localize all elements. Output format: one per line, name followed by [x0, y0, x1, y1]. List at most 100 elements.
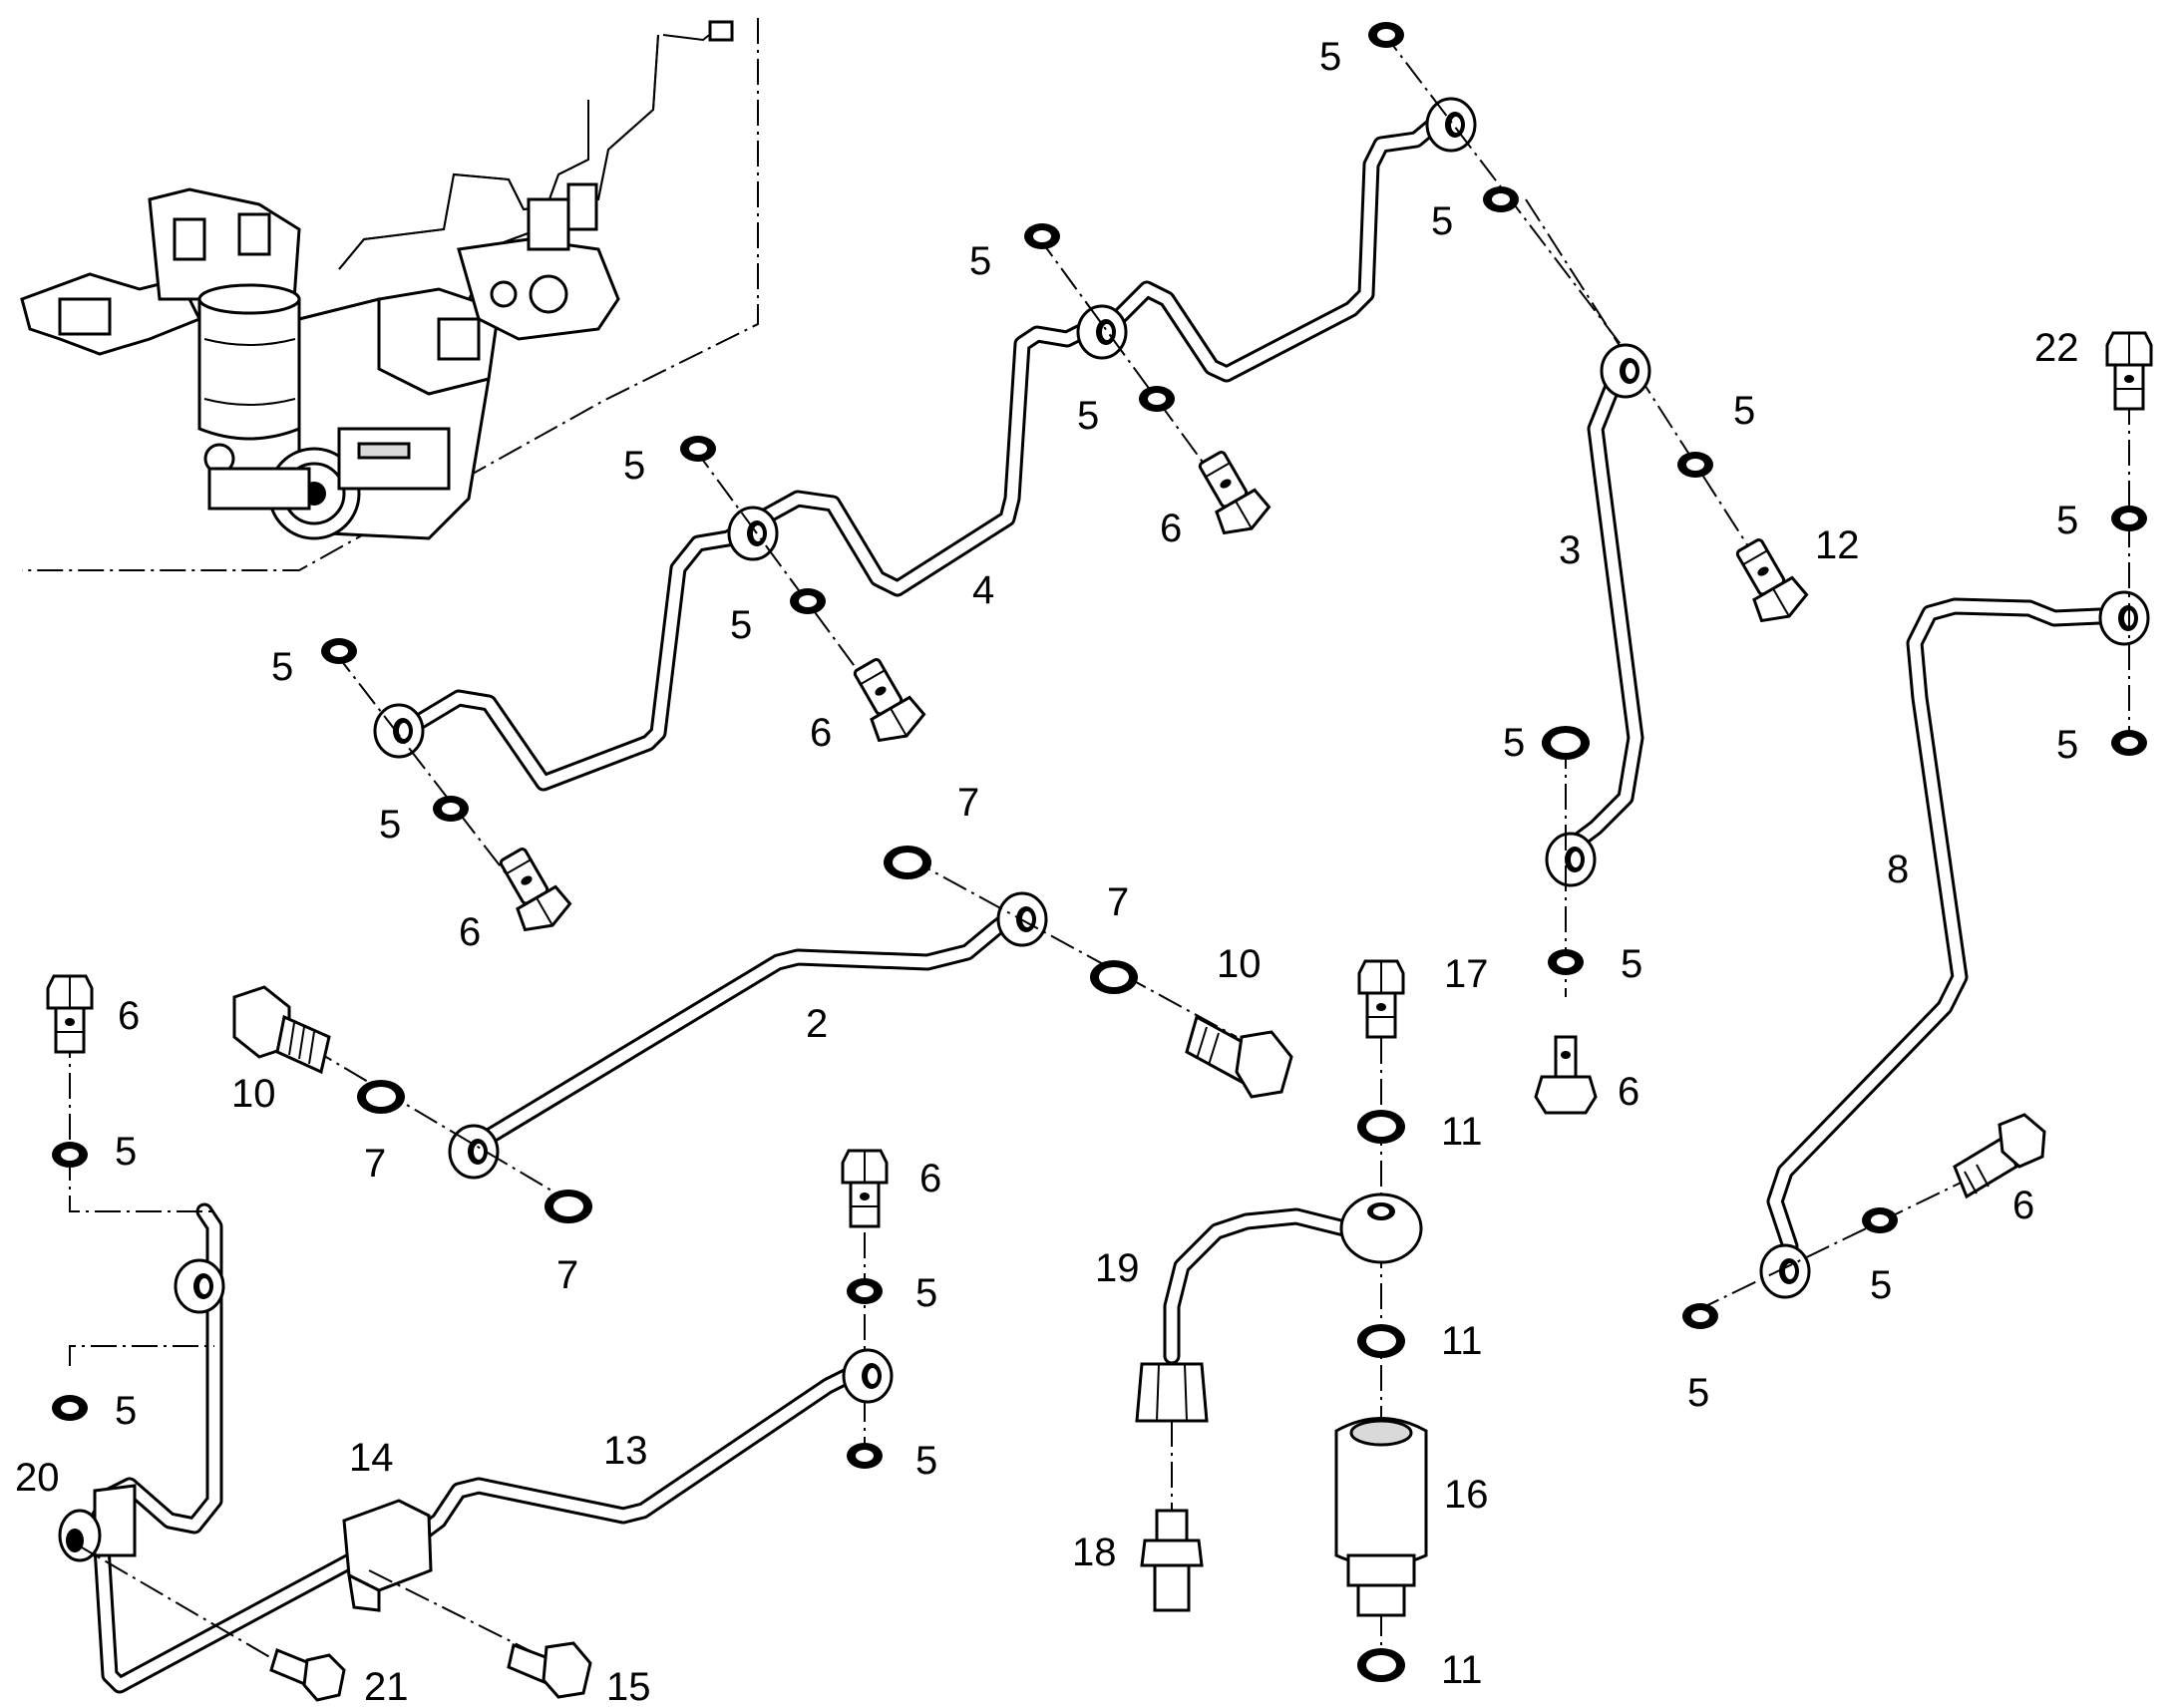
sealing-washer[interactable]: [1483, 186, 1519, 212]
callout-7: 7: [364, 1142, 386, 1186]
callout-13: 13: [603, 1429, 648, 1473]
sealing-washer[interactable]: [1682, 1303, 1718, 1329]
callout-5: 5: [623, 444, 645, 488]
copper-washer[interactable]: [545, 1190, 592, 1223]
callout-6: 6: [459, 910, 481, 954]
banjo-bolt-6-pipe20[interactable]: [46, 974, 94, 1054]
callout-14: 14: [349, 1436, 394, 1480]
pipe-2[interactable]: [448, 891, 1048, 1180]
sealing-washer-11[interactable]: [1357, 1110, 1405, 1144]
callout-7: 7: [957, 781, 979, 825]
pipe-4[interactable]: [373, 97, 1477, 792]
banjo-bolt[interactable]: [487, 840, 577, 940]
callout-11: 11: [1441, 1648, 1483, 1692]
callout-4: 4: [972, 568, 994, 612]
sealing-washer[interactable]: [2111, 730, 2147, 756]
callout-16: 16: [1444, 1473, 1489, 1517]
fitting-18[interactable]: [1140, 1509, 1204, 1612]
callout-7: 7: [556, 1253, 578, 1297]
sealing-washer[interactable]: [52, 1395, 88, 1421]
banjo-bolt-6-pipe13[interactable]: [841, 1149, 889, 1228]
banjo-bolt-10-right[interactable]: [1185, 1014, 1293, 1099]
callout-5: 5: [969, 239, 991, 283]
sealing-washer[interactable]: [1862, 1207, 1898, 1233]
sealing-washer[interactable]: [321, 638, 357, 664]
pressure-relief-valve-16[interactable]: [1334, 1417, 1428, 1617]
callout-5: 5: [1687, 1371, 1709, 1415]
sealing-washer-11[interactable]: [1357, 1648, 1405, 1682]
callout-10: 10: [231, 1072, 276, 1116]
callout-5: 5: [379, 803, 401, 847]
callout-5: 5: [115, 1389, 137, 1433]
callout-5: 5: [1621, 942, 1642, 986]
sealing-washer[interactable]: [847, 1278, 883, 1304]
sealing-washer[interactable]: [52, 1142, 88, 1168]
banjo-bolt-17[interactable]: [1357, 959, 1405, 1039]
callout-6: 6: [919, 1157, 941, 1200]
callout-3: 3: [1559, 528, 1581, 572]
callout-8: 8: [1887, 848, 1909, 891]
bolt-15[interactable]: [507, 1641, 592, 1699]
callout-17: 17: [1444, 952, 1489, 996]
banjo-bolt-12[interactable]: [1723, 530, 1814, 631]
sealing-washer[interactable]: [1368, 22, 1404, 48]
banjo-bolt-10-left[interactable]: [232, 985, 331, 1075]
callout-11: 11: [1441, 1319, 1483, 1363]
callout-5: 5: [1503, 721, 1525, 765]
bolt-21[interactable]: [269, 1647, 346, 1702]
copper-washer[interactable]: [1090, 960, 1138, 994]
callout-5: 5: [1431, 199, 1453, 243]
sealing-washer[interactable]: [1542, 726, 1590, 760]
callout-12: 12: [1815, 523, 1860, 567]
clamp-14[interactable]: [342, 1499, 433, 1612]
banjo-bolt[interactable]: [841, 650, 931, 751]
callout-7: 7: [1107, 880, 1129, 924]
callout-20: 20: [15, 1456, 60, 1500]
callout-5: 5: [271, 645, 293, 689]
callout-5: 5: [1077, 394, 1099, 438]
callout-19: 19: [1095, 1246, 1140, 1290]
callout-21: 21: [364, 1665, 409, 1708]
sealing-washer[interactable]: [433, 796, 469, 822]
callout-11: 11: [1441, 1110, 1483, 1154]
pipe-19[interactable]: [1135, 1193, 1423, 1423]
copper-washer[interactable]: [357, 1080, 405, 1114]
callout-5: 5: [1870, 1263, 1892, 1307]
sealing-washer[interactable]: [790, 588, 826, 614]
callout-5: 5: [2056, 499, 2078, 542]
callout-5: 5: [915, 1271, 937, 1315]
callout-6: 6: [1618, 1070, 1639, 1114]
pipe-3[interactable]: [1545, 343, 1651, 887]
sealing-washer[interactable]: [847, 1443, 883, 1469]
callout-2: 2: [806, 1002, 828, 1046]
callout-6: 6: [118, 994, 140, 1038]
sealing-washer[interactable]: [1024, 223, 1060, 249]
banjo-bolt-6-pipe8[interactable]: [1953, 1113, 2046, 1199]
sealing-washer[interactable]: [1677, 452, 1713, 478]
sealing-washer[interactable]: [680, 436, 716, 462]
callout-5: 5: [1319, 35, 1341, 79]
copper-washer[interactable]: [884, 846, 931, 879]
banjo-bolt-22[interactable]: [2105, 331, 2153, 411]
callout-labels: 5 5 5 5 5 5 5 5 5 5 5 5 5 5 5 5 5 5 5 5 …: [15, 35, 2079, 1708]
callout-6: 6: [810, 711, 832, 755]
callout-10: 10: [1217, 942, 1262, 986]
callout-5: 5: [915, 1439, 937, 1483]
sealing-washer[interactable]: [2111, 506, 2147, 531]
callout-18: 18: [1072, 1531, 1117, 1574]
callout-5: 5: [730, 603, 752, 647]
callout-5: 5: [2056, 723, 2078, 767]
sealing-washer[interactable]: [1139, 386, 1175, 412]
callout-5: 5: [1733, 389, 1755, 433]
callout-15: 15: [606, 1665, 651, 1708]
sealing-washer-11[interactable]: [1357, 1324, 1405, 1358]
callout-5: 5: [115, 1130, 137, 1174]
pipe-13[interactable]: [91, 1348, 894, 1694]
pump-assembly-illustration: [20, 18, 759, 571]
callout-22: 22: [2034, 326, 2079, 370]
banjo-bolt-6[interactable]: [1534, 1035, 1598, 1115]
pipe-8[interactable]: [1759, 590, 2150, 1299]
sealing-washer[interactable]: [1548, 949, 1584, 975]
pipe-20[interactable]: [58, 1202, 225, 1562]
